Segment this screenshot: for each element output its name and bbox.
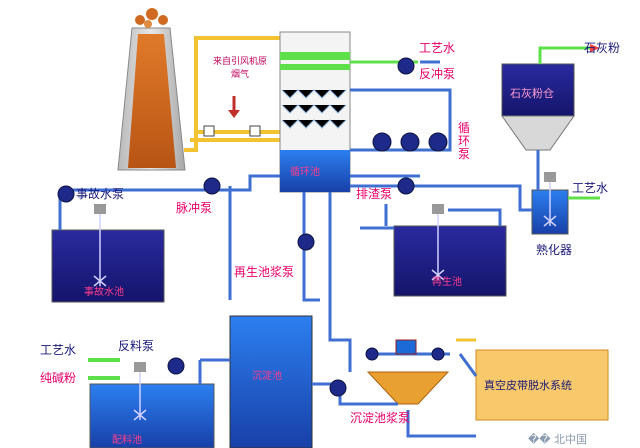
label-backflush-pump: 反冲泵	[419, 67, 456, 81]
label-regen-pump: 再生池浆泵	[234, 265, 295, 279]
label-lime-powder: 石灰粉	[584, 41, 621, 55]
watermark: �� 北中国	[528, 433, 588, 446]
label-emergency-pump: 事故水泵	[76, 187, 125, 201]
pumps	[57, 57, 448, 397]
label-circulation-pump: 循环泵	[458, 121, 471, 162]
absorber-tower	[279, 31, 351, 193]
label-lime-silo: 石灰粉仓	[510, 87, 554, 100]
label-vacuum-belt: 真空皮带脱水系统	[484, 379, 572, 392]
agitator-motors	[94, 172, 556, 372]
label-settling-pump: 沉淀池浆泵	[350, 411, 411, 425]
slurry-pipes	[58, 88, 532, 438]
batch-tank	[89, 383, 215, 448]
label-batch-tank: 配料池	[112, 435, 142, 446]
label-soda-ash: 纯碱粉	[40, 371, 77, 385]
flue-source-valves	[203, 96, 261, 137]
settling-tank	[229, 315, 313, 448]
label-pulse-pump: 脉冲泵	[176, 201, 213, 215]
arrows	[590, 44, 600, 52]
label-return-pump: 反料泵	[118, 339, 155, 353]
label-slaker: 熟化器	[536, 243, 573, 257]
label-process-water-right: 工艺水	[572, 181, 609, 195]
label-slag-pump: 排渣泵	[356, 187, 393, 201]
settling-valves	[395, 339, 417, 355]
vacuum-belt-box	[475, 349, 609, 421]
label-process-water-left: 工艺水	[40, 343, 77, 357]
emergency-tank	[51, 229, 165, 303]
flue-gas-pipes	[184, 36, 280, 152]
label-process-water-top: 工艺水	[419, 41, 456, 55]
regen-tank	[393, 225, 507, 297]
label-flue-gas-source: 来自引风机原烟气	[212, 57, 267, 80]
label-emergency-tank: 事故水池	[84, 287, 124, 298]
thickener	[366, 371, 450, 405]
agitators	[93, 178, 557, 421]
lime-silo	[501, 46, 590, 151]
label-tower-sump: 循环池	[290, 167, 320, 178]
label-settling-tank: 沉淀池	[252, 371, 282, 382]
label-regen-tank: 再生池	[432, 277, 462, 288]
chimney	[117, 8, 186, 171]
